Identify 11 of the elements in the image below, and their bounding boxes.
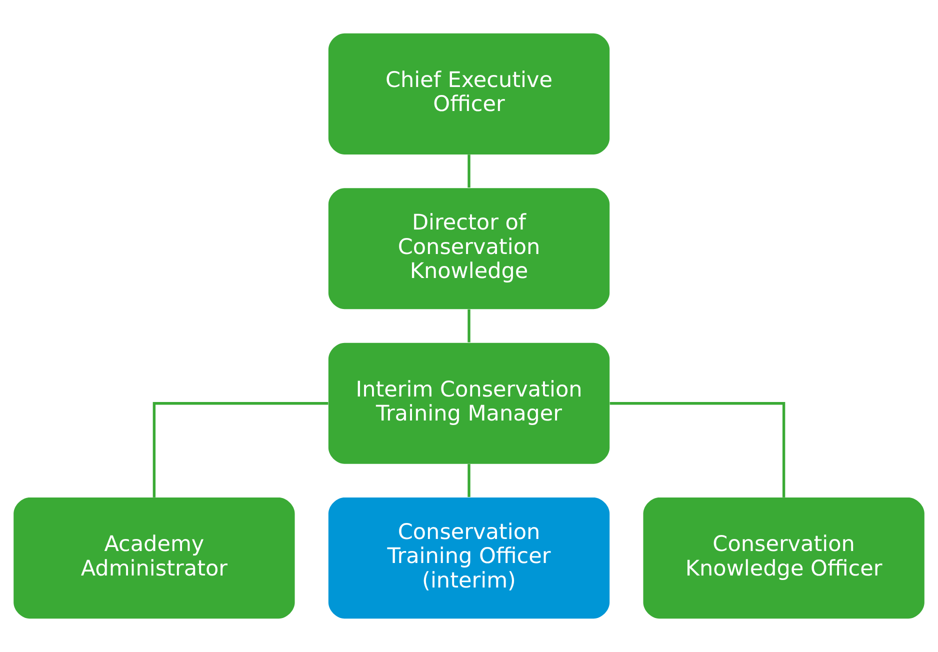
node-box: Conservation Knowledge Officer bbox=[643, 498, 924, 619]
node-box: Chief Executive Officer bbox=[328, 33, 610, 154]
connector bbox=[468, 154, 470, 188]
node-box: Director of Conservation Knowledge bbox=[328, 188, 610, 310]
node-box: Academy Administrator bbox=[14, 498, 295, 619]
node-box: Interim Conservation Training Manager bbox=[328, 342, 610, 464]
node-box: Conservation Training Officer (interim) bbox=[328, 498, 610, 619]
connector bbox=[152, 402, 328, 498]
connector bbox=[468, 309, 470, 342]
connector bbox=[468, 464, 470, 498]
connector bbox=[610, 402, 786, 498]
